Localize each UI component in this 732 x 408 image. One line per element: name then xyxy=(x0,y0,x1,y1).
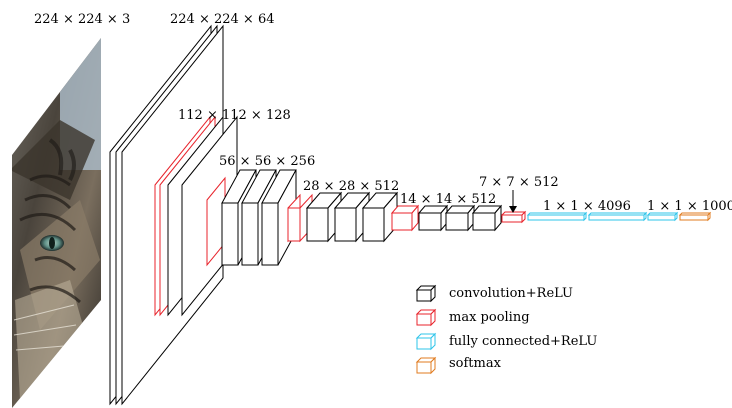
legend-item-conv: convolution+ReLU xyxy=(415,284,573,303)
input-dim-label: 224 × 224 × 3 xyxy=(34,12,130,27)
conv5-slab-2 xyxy=(445,212,469,231)
conv3-block xyxy=(206,169,297,267)
conv4-slab-2 xyxy=(334,207,357,242)
fc7-block xyxy=(587,211,648,222)
pool5-block xyxy=(500,210,527,224)
pool5-dim-label: 7 × 7 × 512 xyxy=(479,175,559,190)
legend-item-pool: max pooling xyxy=(415,308,530,327)
softmax-block xyxy=(678,211,712,222)
legend-item-softmax: softmax xyxy=(415,356,502,375)
softmax-dim-label: 1 × 1 × 1000 xyxy=(647,199,732,214)
pool5-arrow xyxy=(509,190,517,213)
conv4-slab-1 xyxy=(306,207,329,242)
conv2-dim-label: 112 × 112 × 128 xyxy=(178,108,291,123)
legend-label-pool: max pooling xyxy=(449,310,530,325)
legend-item-fc: fully connected+ReLU xyxy=(415,332,597,351)
legend: convolution+ReLU max pooling fully conne… xyxy=(415,284,597,375)
pool3-slab xyxy=(287,207,301,242)
legend-label-fc: fully connected+ReLU xyxy=(449,334,597,349)
fc6-block xyxy=(526,211,588,222)
conv4-block xyxy=(287,191,399,243)
conv5-slab-3 xyxy=(472,212,496,231)
conv5-slab-1 xyxy=(418,212,442,231)
conv5-dim-label: 14 × 14 × 512 xyxy=(400,192,496,207)
legend-label-softmax: softmax xyxy=(449,356,502,371)
conv3-slab-1 xyxy=(221,202,239,266)
conv4-dim-label: 28 × 28 × 512 xyxy=(303,179,399,194)
conv3-dim-label: 56 × 56 × 256 xyxy=(219,154,315,169)
fc-dim-label: 1 × 1 × 4096 xyxy=(543,199,631,214)
conv1-dim-label: 224 × 224 × 64 xyxy=(170,12,274,27)
cat-photo xyxy=(12,38,101,400)
input-image xyxy=(12,38,101,408)
conv3-slab-2 xyxy=(241,202,259,266)
legend-label-conv: convolution+ReLU xyxy=(449,286,573,301)
pool4-slab xyxy=(391,212,413,231)
conv5-block xyxy=(390,204,503,232)
conv3-slab-3 xyxy=(261,202,279,266)
fc8-block xyxy=(646,211,679,222)
conv4-slab-3 xyxy=(362,207,385,242)
fc-blocks xyxy=(526,211,679,222)
